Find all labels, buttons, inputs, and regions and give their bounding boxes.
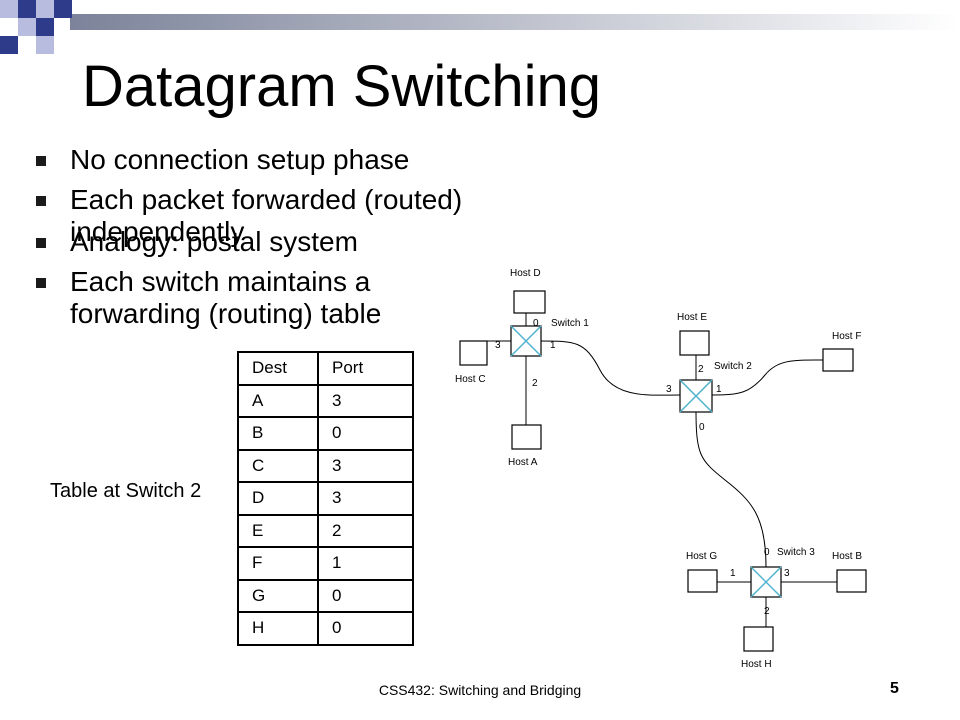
- switch-2-icon: [679, 379, 713, 413]
- link-s2-s3: [695, 409, 767, 568]
- table-header-port: Port: [317, 351, 414, 386]
- host-f-box: [822, 348, 854, 372]
- port-label: 1: [730, 568, 736, 579]
- table-cell-dest: E: [237, 513, 319, 548]
- network-diagram: Host D Host C Host A Host E Host F Host …: [455, 268, 867, 670]
- host-c-box: [459, 340, 488, 366]
- port-label: 2: [698, 364, 704, 375]
- bullet-text: No connection setup phase: [70, 144, 410, 175]
- host-d-label: Host D: [510, 268, 541, 279]
- table-cell-dest: H: [237, 611, 319, 646]
- table-cell-dest: F: [237, 546, 319, 581]
- link-s1-s2: [540, 340, 681, 396]
- switch-3-label: Switch 3: [777, 547, 815, 558]
- corner-decoration: [0, 0, 960, 54]
- port-label: 3: [666, 384, 672, 395]
- port-label: 2: [532, 378, 538, 389]
- table-cell-dest: B: [237, 416, 319, 451]
- slide-title: Datagram Switching: [82, 54, 601, 119]
- host-b-label: Host B: [832, 551, 862, 562]
- page-number: 5: [890, 680, 899, 697]
- host-d-box: [513, 290, 546, 314]
- host-h-box: [743, 626, 774, 652]
- bullet-text: Analogy: postal system: [70, 226, 358, 257]
- switch-2-label: Switch 2: [714, 361, 752, 372]
- host-h-label: Host H: [741, 659, 772, 670]
- switch-1-label: Switch 1: [551, 318, 589, 329]
- host-c-label: Host C: [455, 374, 486, 385]
- port-label: 0: [764, 547, 770, 558]
- host-a-label: Host A: [508, 457, 538, 468]
- bullet-square-icon: [36, 278, 46, 288]
- table-cell-port: 2: [317, 513, 414, 548]
- port-label: 1: [550, 340, 556, 351]
- host-g-box: [687, 569, 718, 593]
- port-label: 0: [699, 422, 705, 433]
- table-cell-port: 3: [317, 383, 414, 418]
- host-a-box: [511, 424, 542, 450]
- port-label: 2: [764, 606, 770, 617]
- host-e-box: [679, 330, 710, 356]
- host-e-label: Host E: [677, 312, 707, 323]
- footer-text: CSS432: Switching and Bridging: [378, 682, 582, 698]
- port-label: 3: [784, 568, 790, 579]
- bullet-square-icon: [36, 196, 46, 206]
- table-header-dest: Dest: [237, 351, 319, 386]
- bullet-text: Each packet forwarded (routed) independe…: [70, 184, 463, 247]
- switch-1-icon: [510, 325, 542, 357]
- bullet-square-icon: [36, 238, 46, 248]
- table-cell-port: 3: [317, 481, 414, 516]
- table-cell-dest: A: [237, 383, 319, 418]
- port-label: 3: [495, 340, 501, 351]
- host-f-label: Host F: [832, 331, 861, 342]
- bullet-square-icon: [36, 156, 46, 166]
- host-g-label: Host G: [686, 551, 717, 562]
- table-cell-dest: G: [237, 578, 319, 613]
- table-cell-dest: D: [237, 481, 319, 516]
- switch-3-icon: [750, 566, 782, 598]
- table-cell-port: 3: [317, 448, 414, 483]
- table-cell-port: 1: [317, 546, 414, 581]
- link-s2-f: [711, 359, 824, 396]
- table-caption: Table at Switch 2: [50, 480, 202, 502]
- table-header-row: Dest Port: [237, 351, 414, 386]
- bullet-text: Each switch maintains a forwarding (rout…: [70, 266, 382, 329]
- port-label: 0: [533, 318, 539, 329]
- host-b-box: [836, 569, 867, 593]
- port-label: 1: [716, 384, 722, 395]
- table-cell-port: 0: [317, 578, 414, 613]
- table-cell-port: 0: [317, 416, 414, 451]
- table-cell-port: 0: [317, 611, 414, 646]
- table-cell-dest: C: [237, 448, 319, 483]
